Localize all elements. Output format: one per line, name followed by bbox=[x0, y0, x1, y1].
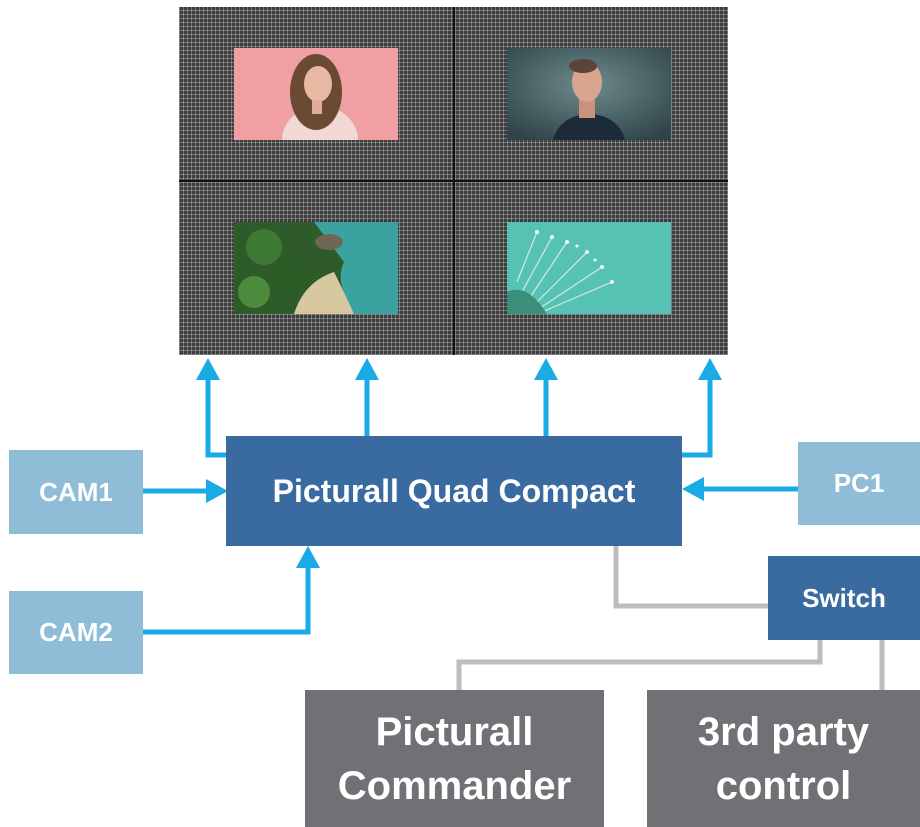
arrowhead-cam1 bbox=[206, 479, 228, 503]
video-thumbnail-dandelion bbox=[507, 222, 671, 314]
processor-box: Picturall Quad Compact bbox=[226, 436, 682, 546]
network-lines bbox=[456, 546, 885, 690]
cam1-label: CAM1 bbox=[39, 476, 113, 507]
controller-box-3rd-party: 3rd party control bbox=[647, 690, 920, 827]
arrowhead-output-4 bbox=[698, 358, 722, 380]
third-party-label: 3rd party control bbox=[697, 709, 870, 808]
switch-label: Switch bbox=[802, 582, 886, 613]
controller-box-commander: Picturall Commander bbox=[305, 690, 604, 827]
arrowhead-output-3 bbox=[534, 358, 558, 380]
arrowhead-output-2 bbox=[355, 358, 379, 380]
switch-box: Switch bbox=[768, 556, 920, 640]
processor-label: Picturall Quad Compact bbox=[272, 472, 636, 509]
video-thumbnail-beach bbox=[234, 222, 398, 314]
cam2-label: CAM2 bbox=[39, 617, 113, 647]
video-thumbnail-man bbox=[507, 48, 671, 140]
line-switch-to-commander bbox=[456, 640, 823, 690]
arrow-output-4 bbox=[682, 380, 713, 458]
led-video-wall bbox=[179, 7, 728, 355]
arrowhead-cam2 bbox=[296, 546, 320, 568]
wall-divider-horizontal bbox=[179, 180, 728, 182]
arrowhead-pc1 bbox=[682, 477, 704, 501]
arrow-output-1 bbox=[205, 380, 227, 458]
arrowhead-output-1 bbox=[196, 358, 220, 380]
line-processor-to-switch bbox=[613, 546, 768, 609]
input-box-pc1: PC1 bbox=[798, 442, 920, 525]
arrow-heads bbox=[196, 358, 722, 568]
input-box-cam2: CAM2 bbox=[9, 591, 143, 674]
video-arrows bbox=[143, 380, 798, 635]
input-box-cam1: CAM1 bbox=[9, 450, 143, 534]
arrow-cam2-input bbox=[143, 565, 311, 635]
commander-label: Picturall Commander bbox=[337, 709, 572, 808]
video-thumbnail-woman bbox=[234, 48, 398, 140]
pc1-label: PC1 bbox=[833, 468, 885, 498]
